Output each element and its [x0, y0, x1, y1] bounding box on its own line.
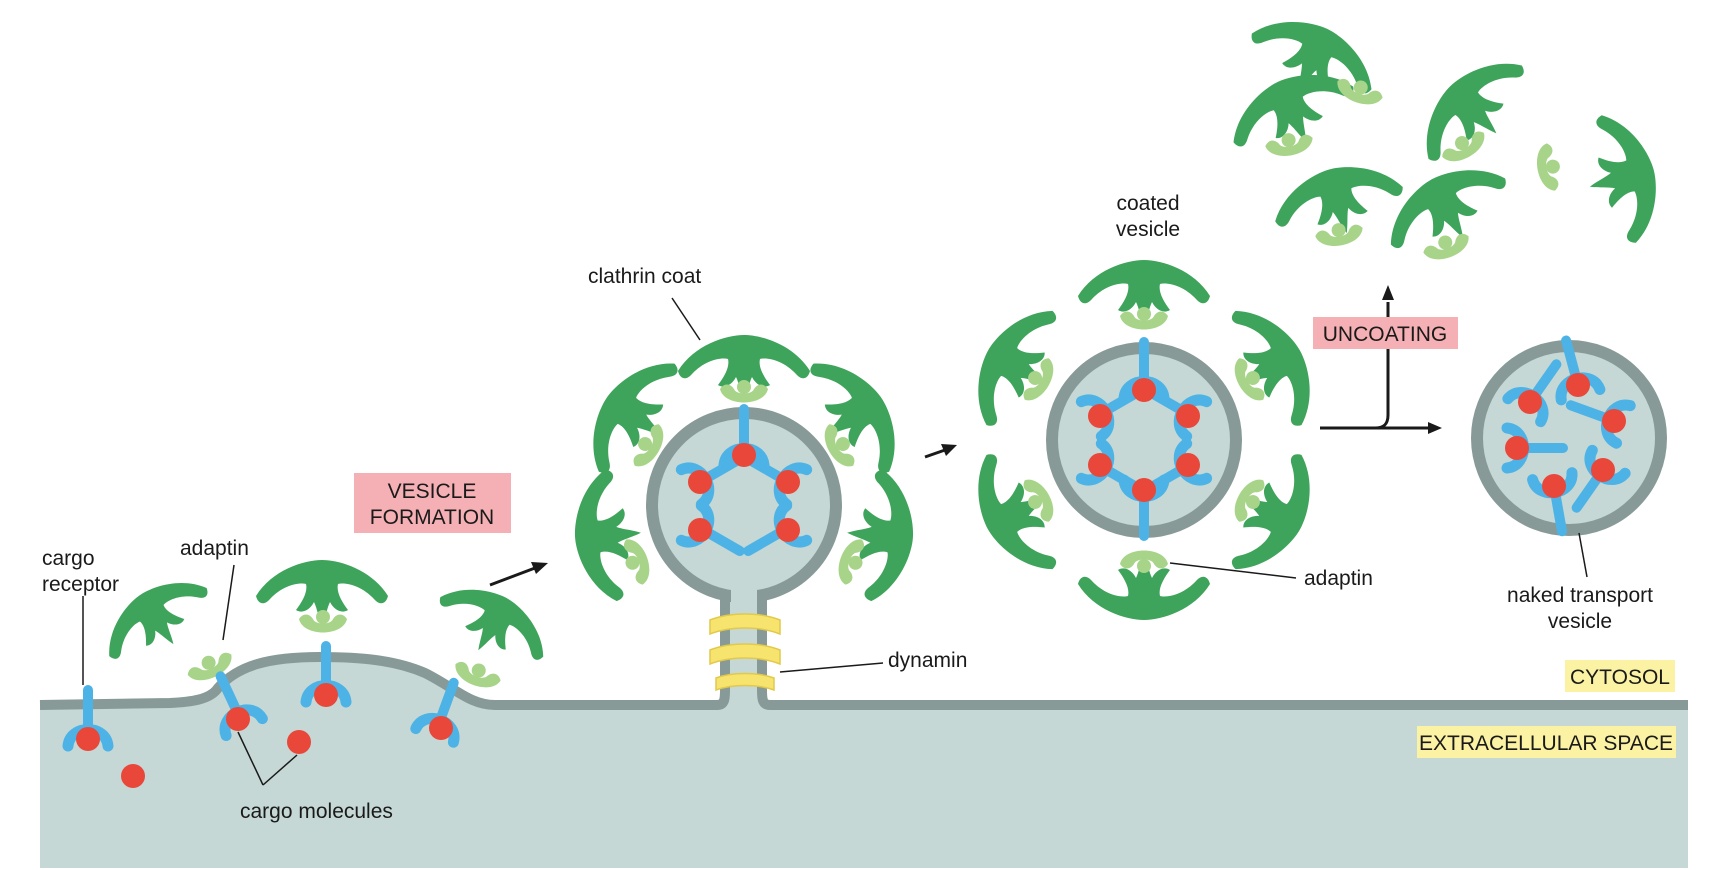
cargo-receptor-label-line1: cargo — [42, 547, 95, 570]
cargo-molecule — [688, 470, 712, 494]
cargo-molecule — [1518, 390, 1542, 414]
extracellular-space-label: EXTRACELLULAR SPACE — [1419, 732, 1673, 755]
coated-pit — [68, 560, 560, 788]
cargo-molecule — [1602, 409, 1626, 433]
plasma-membrane-right — [757, 600, 1688, 710]
clathrin-triskelion — [426, 569, 560, 680]
clathrin-coat-label: clathrin coat — [588, 265, 701, 288]
coated-vesicle — [955, 260, 1333, 620]
cargo-molecule — [1088, 404, 1112, 428]
cargo-molecule — [776, 470, 800, 494]
cargo-molecule — [1542, 474, 1566, 498]
cargo-molecule — [121, 764, 145, 788]
dynamin-label: dynamin — [888, 649, 967, 672]
dynamin-ring — [709, 613, 781, 692]
cytosol-box — [1565, 660, 1675, 692]
cargo-molecule — [1505, 436, 1529, 460]
leader-lines — [82, 297, 1588, 786]
cargo-molecule — [314, 683, 338, 707]
adaptin-protein — [1437, 125, 1491, 169]
naked-vesicle-label-line2: vesicle — [1548, 610, 1612, 633]
vesicle-formation-label-line2: FORMATION — [370, 506, 494, 529]
coated-vesicle-label-line1: coated — [1116, 192, 1179, 215]
cargo-molecule — [287, 730, 311, 754]
clathrin-triskelion — [841, 466, 919, 605]
adaptin-label-left: adaptin — [180, 537, 249, 560]
cargo-molecule — [688, 518, 712, 542]
clathrin-triskelion — [1572, 105, 1671, 251]
cargo-receptor-label-line2: receptor — [42, 573, 119, 596]
uncoating-label: UNCOATING — [1323, 323, 1447, 346]
plasma-membrane-left — [39, 600, 730, 710]
budding-vesicle — [569, 335, 919, 692]
cytosol-label: CYTOSOL — [1570, 666, 1670, 689]
cargo-molecule — [776, 518, 800, 542]
adaptin-protein — [832, 534, 871, 588]
cargo-molecule — [1132, 378, 1156, 402]
extracellular-space — [40, 600, 1688, 868]
arrow-to-budding — [489, 562, 548, 587]
arrow-to-released-coat — [1382, 285, 1394, 300]
cargo-molecule — [1176, 453, 1200, 477]
vesicle-neck — [731, 585, 757, 615]
arrow-to-naked — [1320, 302, 1442, 434]
cargo-molecule — [1132, 478, 1156, 502]
clathrin-triskelion — [569, 466, 647, 605]
adaptin-protein — [299, 610, 347, 633]
naked-vesicle-label-line1: naked transport — [1507, 584, 1653, 607]
arrow-to-coated — [924, 444, 957, 459]
vesicle-formation-box — [354, 473, 511, 533]
vesicle-formation-label-line1: VESICLE — [388, 480, 477, 503]
adaptin-protein — [1420, 227, 1474, 266]
released-clathrin-coat — [1218, 0, 1671, 271]
clathrin-triskelion — [1403, 40, 1544, 181]
cargo-molecule — [1591, 458, 1615, 482]
cargo-molecule — [76, 727, 100, 751]
adaptin-protein — [1263, 129, 1315, 160]
adaptin-label-right: adaptin — [1304, 567, 1373, 590]
cargo-molecules-label: cargo molecules — [240, 800, 393, 823]
naked-transport-vesicle — [1471, 335, 1667, 536]
cargo-molecule — [1088, 453, 1112, 477]
extracellular-space-box — [1417, 726, 1676, 758]
coated-vesicle-label-line2: vesicle — [1116, 218, 1180, 241]
adaptin-protein — [1533, 141, 1564, 193]
cargo-molecule — [1566, 373, 1590, 397]
adaptin-protein — [617, 534, 656, 588]
vesicle-membrane — [1471, 340, 1667, 536]
cargo-molecule — [732, 443, 756, 467]
cargo-molecule — [429, 716, 453, 740]
cargo-molecule — [1176, 404, 1200, 428]
cargo-molecule — [226, 707, 250, 731]
uncoating-box — [1313, 317, 1458, 349]
